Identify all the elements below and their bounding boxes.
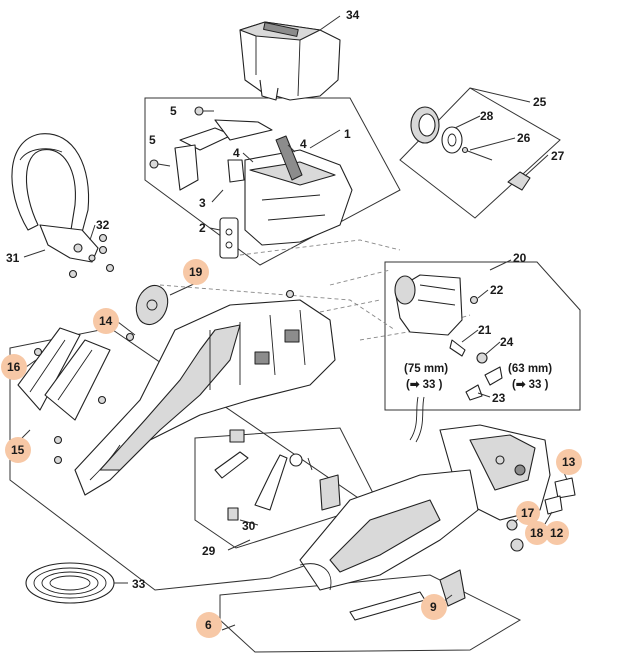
part-switch-kit — [214, 429, 341, 521]
highlight-19 — [183, 259, 209, 285]
note-left-length: (75 mm) — [404, 363, 448, 375]
part-front-handle — [11, 133, 115, 279]
highlight-16 — [1, 354, 27, 380]
part-screws — [149, 106, 214, 169]
part-motor-housing — [74, 299, 336, 496]
callout-14: 14 — [99, 314, 113, 328]
callout-5: 5 — [149, 133, 156, 147]
part-side-covers — [17, 289, 295, 465]
callout-6: 6 — [205, 618, 212, 632]
part-housing-cover — [239, 21, 341, 101]
callout-16: 16 — [7, 360, 21, 374]
part-disc — [135, 284, 169, 326]
highlight-9 — [421, 594, 447, 620]
callout-34: 34 — [346, 8, 360, 22]
callout-33: 33 — [132, 577, 146, 591]
highlight-12 — [545, 521, 569, 545]
callout-5: 5 — [170, 104, 177, 118]
frame-switch-kit — [194, 427, 379, 549]
callout-highlights — [1, 259, 582, 638]
frame-fan-housing — [384, 261, 581, 411]
highlight-15 — [5, 437, 31, 463]
callout-21: 21 — [478, 323, 492, 337]
callout-28: 28 — [480, 109, 494, 123]
highlight-18 — [525, 521, 549, 545]
callout-22: 22 — [490, 283, 504, 297]
callout-9: 9 — [430, 600, 437, 614]
callout-18: 18 — [530, 526, 544, 540]
callout-3: 3 — [199, 196, 206, 210]
callout-12: 12 — [550, 526, 564, 540]
callout-4: 4 — [300, 137, 307, 151]
callout-32: 32 — [96, 218, 110, 232]
part-sprocket — [410, 106, 531, 191]
guide-lines — [159, 239, 471, 341]
highlight-13 — [556, 449, 582, 475]
callout-17: 17 — [521, 506, 535, 520]
callout-labels: 34 1 5 5 4 4 3 2 25 28 26 27 32 31 19 14… — [6, 8, 576, 632]
note-right-length: (63 mm) — [508, 363, 552, 375]
note-left-ref: (➡ 33 ) — [406, 379, 443, 391]
part-handle-housing — [174, 119, 353, 259]
callout-19: 19 — [189, 265, 203, 279]
callout-2: 2 — [199, 221, 206, 235]
highlight-17 — [516, 501, 540, 525]
callout-27: 27 — [551, 149, 565, 163]
callout-29: 29 — [202, 544, 216, 558]
highlight-14 — [93, 308, 119, 334]
reference-notes: (75 mm) (➡ 33 ) (63 mm) (➡ 33 ) — [404, 363, 552, 391]
part-shroud — [299, 469, 479, 621]
highlight-6 — [196, 612, 222, 638]
callout-25: 25 — [533, 95, 547, 109]
callout-26: 26 — [517, 131, 531, 145]
callout-23: 23 — [492, 391, 506, 405]
callout-31: 31 — [6, 251, 20, 265]
callout-20: 20 — [513, 251, 527, 265]
part-fan-housing — [394, 274, 503, 443]
callout-15: 15 — [11, 443, 25, 457]
leader-lines — [19, 15, 568, 631]
callout-1: 1 — [344, 127, 351, 141]
part-coil — [25, 562, 115, 604]
callout-24: 24 — [500, 335, 514, 349]
note-right-ref: (➡ 33 ) — [512, 379, 549, 391]
callout-13: 13 — [562, 455, 576, 469]
callout-4: 4 — [233, 146, 240, 160]
callout-30: 30 — [242, 519, 256, 533]
